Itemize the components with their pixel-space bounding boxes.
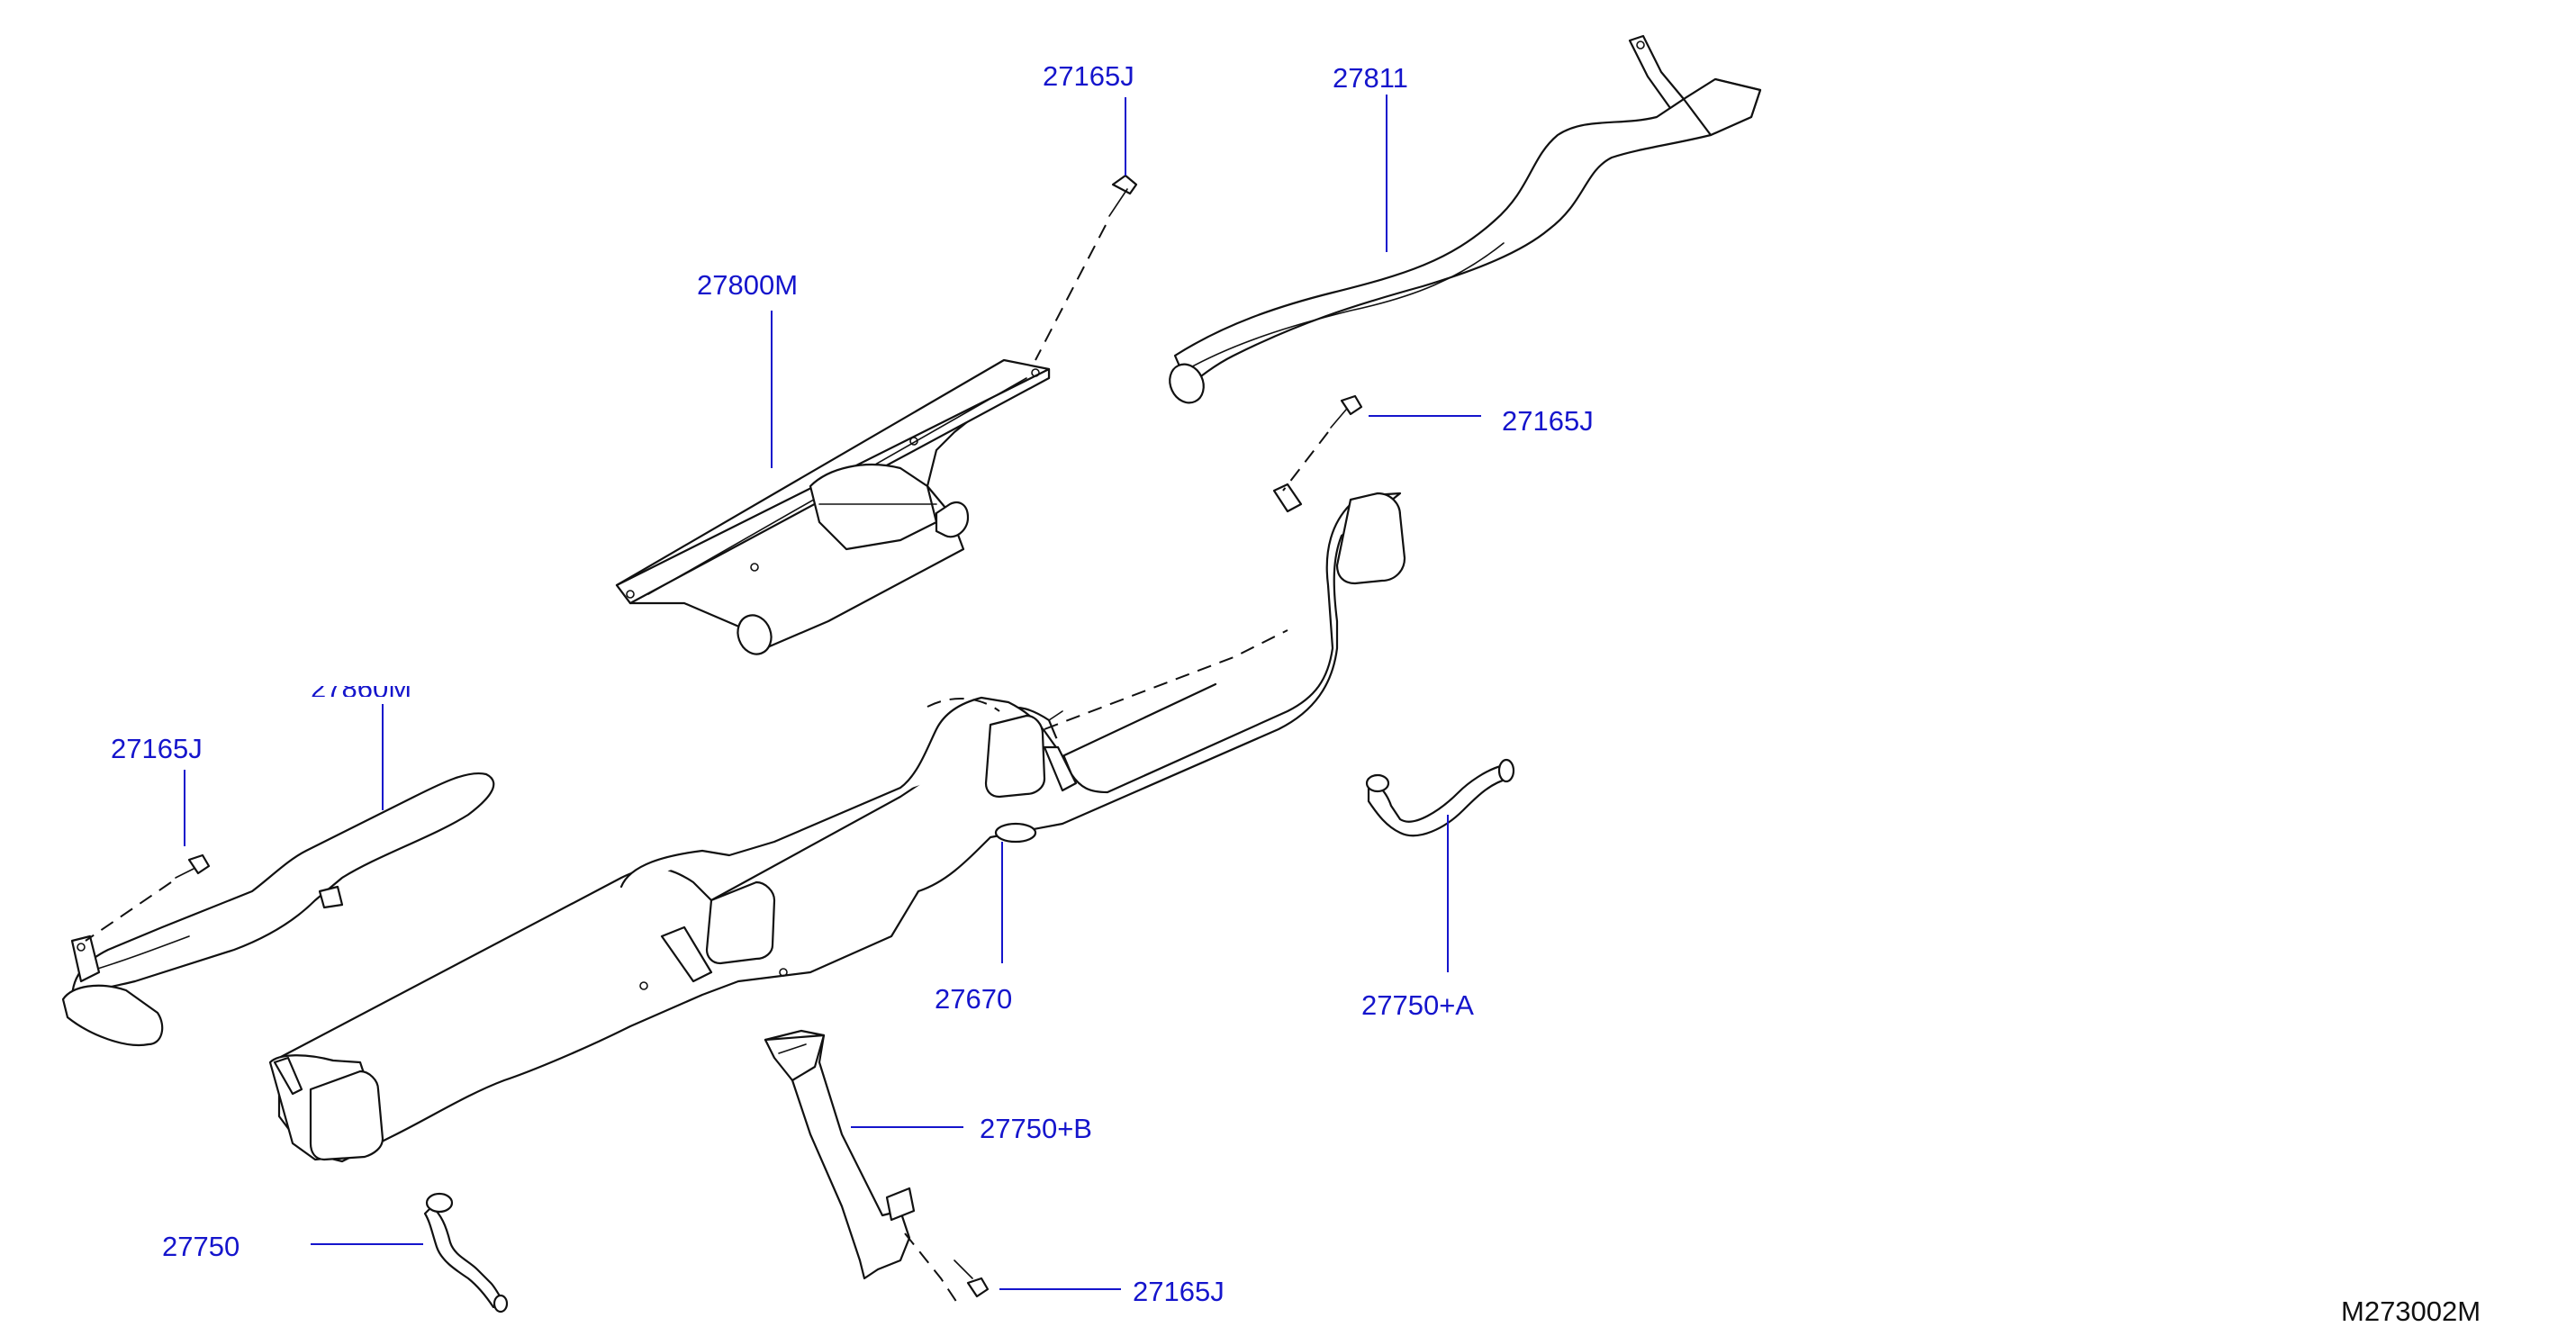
- leader-lines: [184, 95, 1481, 1290]
- screw-27165j-left[interactable]: [85, 853, 211, 942]
- callout-27165j-top[interactable]: 27165J: [1043, 60, 1134, 92]
- callout-27750b[interactable]: 27750+B: [980, 1113, 1092, 1144]
- duct-assembly-27670[interactable]: [268, 483, 1406, 1163]
- duct-27811[interactable]: [1163, 34, 1762, 409]
- callout-27165j-bottom[interactable]: 27165J: [1133, 1276, 1225, 1307]
- screw-27165j-bottom[interactable]: [954, 1259, 990, 1298]
- duct-27860m[interactable]: [61, 772, 495, 1046]
- screw-27165j-right[interactable]: [1282, 394, 1363, 492]
- callout-27165j-left[interactable]: 27165J: [111, 733, 203, 764]
- callout-27800m[interactable]: 27800M: [697, 269, 798, 301]
- tube-27750[interactable]: [423, 1192, 509, 1313]
- callout-27860m-partial[interactable]: 27860M: [311, 673, 411, 704]
- callout-27750[interactable]: 27750: [162, 1231, 240, 1262]
- housing-27800m[interactable]: [615, 358, 1051, 659]
- callout-27811[interactable]: 27811: [1333, 62, 1408, 94]
- screw-27165j-top[interactable]: [1035, 174, 1138, 361]
- callout-27670[interactable]: 27670: [935, 983, 1012, 1015]
- tube-27750a[interactable]: [1365, 758, 1515, 837]
- callout-27860m[interactable]: 27860M: [311, 673, 411, 704]
- diagram-id: M273002M: [2341, 1295, 2481, 1327]
- callout-27750a[interactable]: 27750+A: [1361, 989, 1474, 1021]
- duct-27750b[interactable]: [764, 1029, 960, 1306]
- callout-27165j-right[interactable]: 27165J: [1502, 405, 1594, 437]
